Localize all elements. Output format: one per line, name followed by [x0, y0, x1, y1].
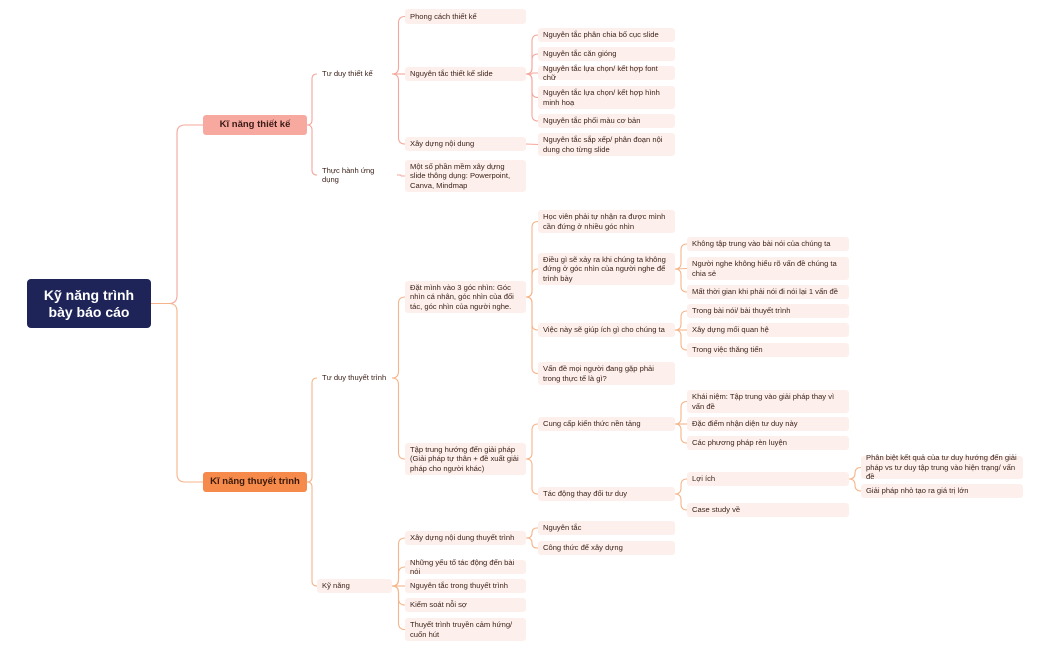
node-viec-nay-giup-ich[interactable]: Việc này sẽ giúp ích gì cho chúng ta	[538, 323, 675, 337]
leaf-khong-tap-trung[interactable]: Không tập trung vào bài nói của chúng ta	[687, 237, 849, 251]
leaf-cong-thuc-xay-dung[interactable]: Công thức để xây dựng	[538, 541, 675, 555]
node-tac-dong-thay-doi[interactable]: Tác động thay đổi tư duy	[538, 487, 675, 501]
connector-line	[674, 268, 688, 293]
connector-line	[151, 124, 203, 305]
connector-line	[849, 466, 861, 480]
leaf-phan-biet-ket-qua[interactable]: Phân biệt kết quả của tư duy hướng đến g…	[861, 453, 1023, 481]
connector-line	[391, 585, 406, 631]
connector-line	[391, 296, 406, 379]
leaf-nguyen-tac-thuyettrinh[interactable]: Nguyên tắc trong thuyết trình	[405, 579, 526, 593]
connector-line	[526, 527, 538, 539]
leaf-phuong-phap-ren-luyen[interactable]: Các phương pháp rèn luyện	[687, 436, 849, 450]
leaf-nguyentac-phoimau[interactable]: Nguyên tắc phối màu cơ bản	[538, 114, 675, 128]
connector-line	[391, 377, 406, 460]
branch-kinang-thietke[interactable]: Kĩ năng thiết kế	[203, 115, 307, 135]
connector-line	[397, 174, 405, 177]
node-xaydung-noidung-thuyettrinh[interactable]: Xây dựng nội dung thuyết trình	[405, 531, 526, 545]
connector-line	[525, 268, 539, 298]
leaf-dac-diem-nhan-dien[interactable]: Đặc điểm nhận diện tư duy này	[687, 417, 849, 431]
node-tap-trung-giai-phap[interactable]: Tập trung hướng đến giải pháp (Giải pháp…	[405, 443, 526, 475]
leaf-hocvien-tu-nhan-ra[interactable]: Học viên phải tự nhận ra được mình cần đ…	[538, 210, 675, 233]
connector-line	[674, 478, 688, 495]
connector-line	[391, 73, 406, 145]
connector-line	[391, 566, 406, 587]
node-tuduy-thietke[interactable]: Tư duy thiết kế	[322, 69, 373, 79]
node-phongcach-thietke[interactable]: Phong cách thiết kế	[405, 9, 526, 24]
leaf-sapxep-phandoan[interactable]: Nguyên tắc sắp xếp/ phân đoạn nội dung c…	[538, 133, 675, 156]
leaf-xay-dung-moi-quan-he[interactable]: Xây dựng mối quan hệ	[687, 323, 849, 337]
leaf-nguyentac-font[interactable]: Nguyên tắc lựa chọn/ kết hợp font chữ	[538, 64, 675, 82]
connector-line	[306, 377, 318, 483]
leaf-mat-thoi-gian[interactable]: Mất thời gian khi phải nói đi nói lại 1 …	[687, 285, 849, 299]
leaf-giai-phap-nho[interactable]: Giải pháp nhỏ tạo ra giá trị lớn	[861, 484, 1023, 498]
connector-line	[151, 302, 203, 483]
connector-line	[391, 15, 406, 75]
connector-line	[674, 310, 688, 331]
connector-line	[525, 143, 539, 146]
connector-line	[525, 53, 539, 75]
connector-line	[525, 73, 539, 122]
node-ky-nang[interactable]: Kỹ năng	[317, 579, 392, 593]
node-loi-ich[interactable]: Lợi ích	[687, 472, 849, 486]
connector-line	[674, 243, 688, 270]
node-tuduy-thuyettrinh[interactable]: Tư duy thuyết trình	[322, 373, 387, 383]
node-cung-cap-kien-thuc[interactable]: Cung cấp kiến thức nền tảng	[538, 417, 675, 431]
leaf-yeu-to-tac-dong[interactable]: Những yếu tố tác động đến bài nói	[405, 558, 526, 576]
leaf-nguyentac-hinhminhhoa[interactable]: Nguyên tắc lựa chọn/ kết hợp hình minh h…	[538, 86, 675, 109]
leaf-nguyentac-cangiong[interactable]: Nguyên tắc căn gióng	[538, 47, 675, 61]
node-nguyentac-thietke-slide[interactable]: Nguyên tắc thiết kế slide	[405, 67, 526, 81]
connector-line	[306, 124, 318, 176]
leaf-nguyen-tac[interactable]: Nguyên tắc	[538, 521, 675, 535]
node-dat-minh-3-goc-nhin[interactable]: Đặt mình vào 3 góc nhìn: Góc nhìn cá nhâ…	[405, 281, 526, 313]
leaf-case-study[interactable]: Case study về	[687, 503, 849, 517]
node-dieu-gi-se-xay-ra[interactable]: Điều gì sẽ xảy ra khi chúng ta không đứn…	[538, 253, 675, 285]
connector-line	[306, 73, 318, 126]
connector-line	[306, 481, 318, 587]
leaf-van-de-thuc-te[interactable]: Vấn đề mọi người đang gặp phải trong thự…	[538, 362, 675, 385]
leaf-trong-bai-noi[interactable]: Trong bài nói/ bài thuyết trình	[687, 304, 849, 318]
node-xaydung-noidung[interactable]: Xây dựng nội dung	[405, 137, 526, 151]
leaf-kiem-soat-noi-so[interactable]: Kiểm soát nỗi sợ	[405, 598, 526, 612]
leaf-nguyentac-bocuc[interactable]: Nguyên tắc phân chia bố cục slide	[538, 28, 675, 42]
connector-line	[525, 423, 539, 460]
leaf-phanmem-slide[interactable]: Một số phần mềm xây dựng slide thông dụn…	[405, 160, 526, 192]
connector-line	[674, 400, 688, 425]
leaf-truyen-cam-hung[interactable]: Thuyết trình truyền cảm hứng/ cuốn hút	[405, 618, 526, 641]
connector-line	[526, 537, 538, 549]
leaf-khai-niem[interactable]: Khái niệm: Tập trung vào giải pháp thay …	[687, 390, 849, 413]
node-thuchanh-ungdung[interactable]: Thực hành ứng dụng	[322, 165, 375, 185]
connector-line	[848, 478, 862, 492]
connector-line	[525, 296, 539, 375]
connector-line	[674, 329, 688, 351]
leaf-trong-viec-thang-tien[interactable]: Trong việc thăng tiến	[687, 343, 849, 357]
connector-line	[674, 493, 688, 511]
connector-line	[525, 458, 539, 495]
branch-kinang-thuyettrinh[interactable]: Kĩ năng thuyết trình	[203, 472, 307, 492]
connector-line	[526, 72, 538, 75]
connector-line	[674, 423, 688, 444]
root-node[interactable]: Kỹ năng trình bày báo cáo	[27, 279, 151, 328]
leaf-nguoinghe-khong-hieu[interactable]: Người nghe không hiểu rõ vấn đề chúng ta…	[687, 257, 849, 280]
